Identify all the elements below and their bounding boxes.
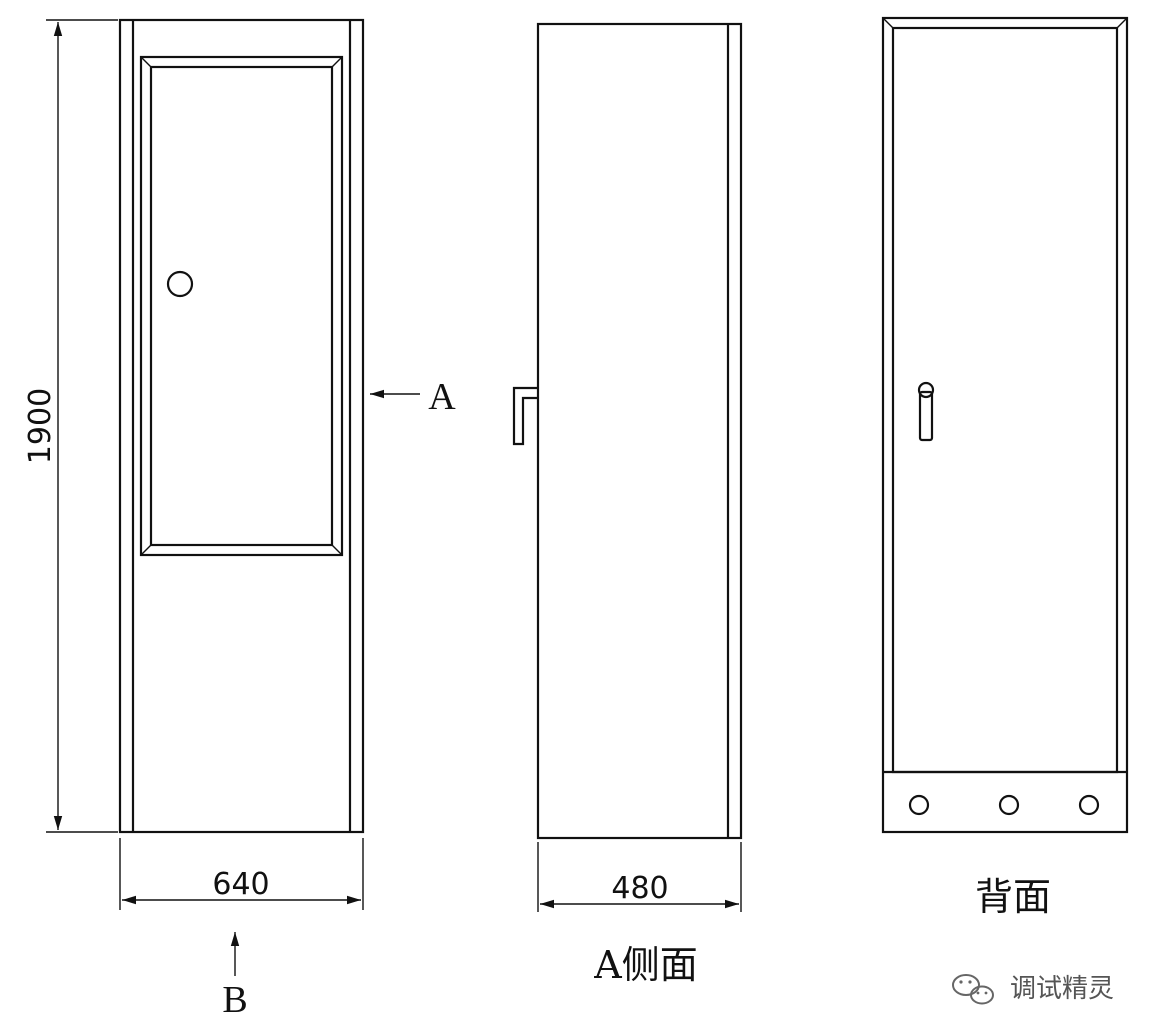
height-dim-label: 1900 xyxy=(23,388,58,464)
view-arrow-a: A xyxy=(370,376,456,418)
height-dimension: 1900 xyxy=(23,19,118,833)
wechat-icon xyxy=(952,974,994,1005)
side-width-dim-label: 480 xyxy=(611,871,668,906)
front-cabinet-outline xyxy=(118,18,365,834)
back-cable-hole-3-icon xyxy=(1078,794,1100,816)
side-cabinet-outline xyxy=(536,22,743,840)
side-width-dimension: 480 xyxy=(537,842,742,912)
back-door-panel xyxy=(891,26,1119,774)
back-view: 背面 xyxy=(881,16,1129,919)
watermark: 调试精灵 xyxy=(952,974,1114,1005)
back-view-caption: 背面 xyxy=(975,875,1051,919)
side-view-caption: A侧面 xyxy=(593,943,697,987)
back-cable-hole-1-icon xyxy=(908,794,930,816)
side-handle-icon xyxy=(512,386,538,446)
back-handle-icon xyxy=(917,381,935,442)
arrow-a-label: A xyxy=(428,376,456,418)
back-cable-hole-2-icon xyxy=(998,794,1020,816)
front-view: 1900 640 A B xyxy=(23,18,456,1021)
arrow-b-label: B xyxy=(222,979,247,1021)
front-lock-icon xyxy=(166,270,194,298)
side-view: 480 A侧面 xyxy=(512,22,743,987)
watermark-text: 调试精灵 xyxy=(1010,974,1114,1004)
front-width-dim-label: 640 xyxy=(212,867,269,902)
front-window-inner xyxy=(149,65,334,547)
front-window-outer xyxy=(139,55,344,557)
view-arrow-b: B xyxy=(222,932,248,1021)
front-width-dimension: 640 xyxy=(119,838,364,910)
back-cabinet-outline xyxy=(881,16,1129,834)
